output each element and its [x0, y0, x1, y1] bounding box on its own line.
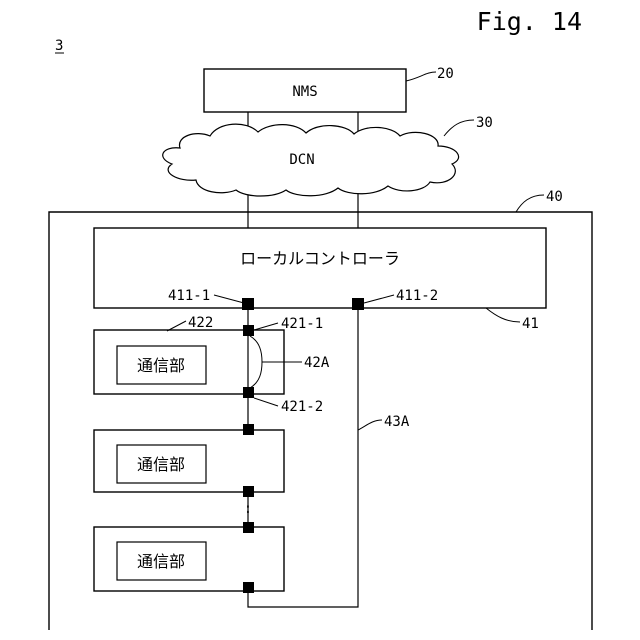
system-ref: 3 — [55, 38, 63, 54]
local-controller-label: ローカルコントローラ — [240, 249, 400, 268]
port-411-1-label: 411-1 — [168, 288, 210, 304]
ring-ref: 43A — [384, 414, 410, 430]
node-ref: 40 — [546, 189, 563, 205]
comm-unit-3-label: 通信部 — [137, 552, 185, 571]
units-ellipsis: : — [244, 501, 252, 517]
port-421-2-marker — [243, 387, 254, 398]
comm-unit-1-label: 通信部 — [137, 356, 185, 375]
port-421-2-label: 421-2 — [281, 399, 323, 415]
comm-unit-2-port-top — [243, 424, 254, 435]
dcn-label: DCN — [289, 152, 314, 168]
port-411-2-label: 411-2 — [396, 288, 438, 304]
port-421-1-label: 421-1 — [281, 316, 323, 332]
comm-unit-ref: 422 — [188, 315, 213, 331]
line-42a-ref: 42A — [304, 355, 330, 371]
comm-unit-3-port-bottom — [243, 582, 254, 593]
dcn-ref: 30 — [476, 115, 493, 131]
port-421-1-leader — [254, 323, 278, 330]
local-controller-box — [94, 228, 546, 308]
comm-unit-2-label: 通信部 — [137, 455, 185, 474]
figure-title: Fig. 14 — [477, 7, 582, 36]
nms-label: NMS — [292, 84, 317, 100]
nms-leader-line — [406, 72, 436, 81]
port-411-2-marker — [352, 298, 364, 310]
local-controller-leader-line — [486, 308, 520, 322]
ring-leader-line — [358, 420, 382, 430]
comm-unit-3-port-top — [243, 522, 254, 533]
dcn-leader-line — [444, 120, 474, 136]
local-controller-ref: 41 — [522, 316, 539, 332]
comm-unit-2-port-bottom — [243, 486, 254, 497]
port-411-1-marker — [242, 298, 254, 310]
nms-ref: 20 — [437, 66, 454, 82]
port-421-1-marker — [243, 325, 254, 336]
node-leader-line — [516, 195, 544, 212]
port-421-2-leader — [254, 398, 278, 406]
